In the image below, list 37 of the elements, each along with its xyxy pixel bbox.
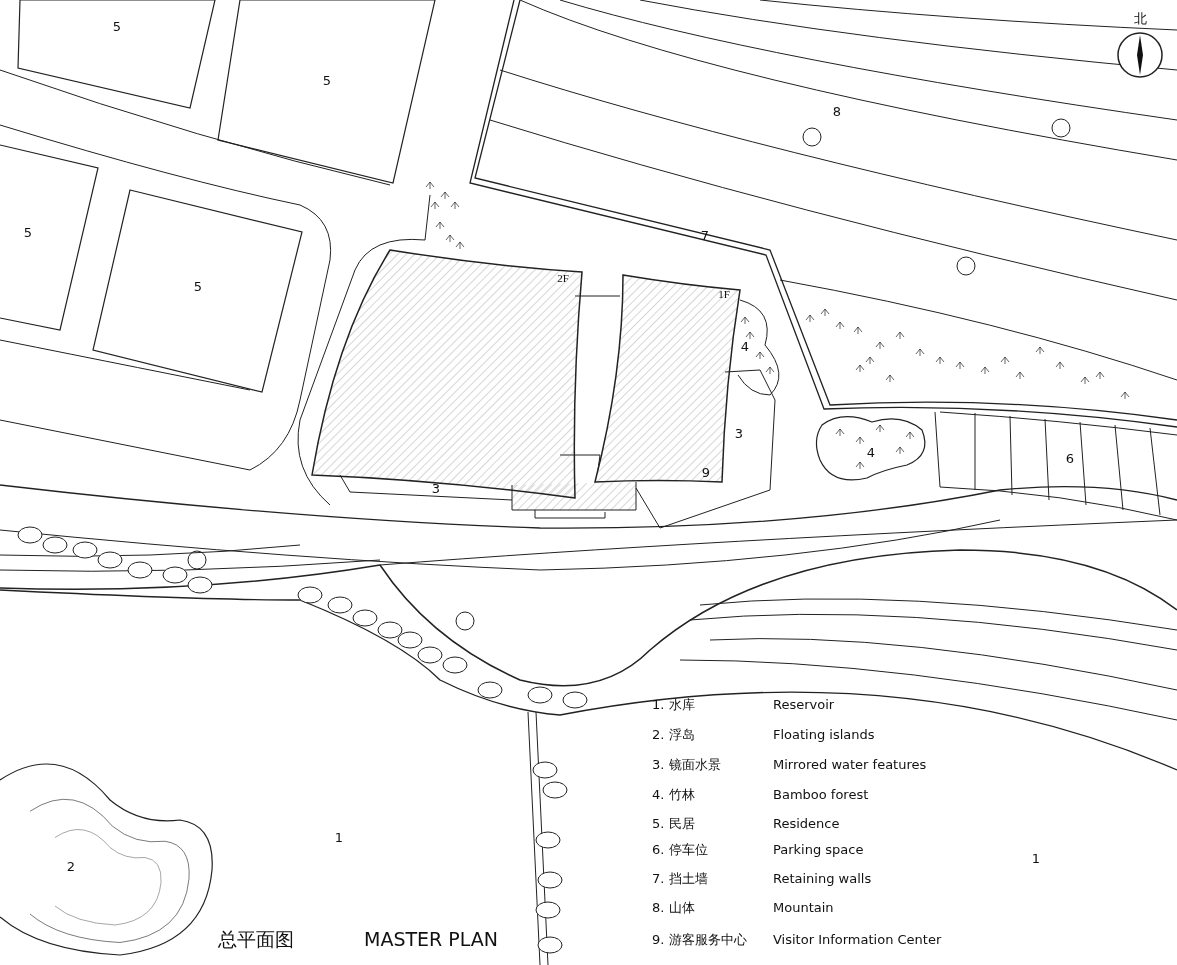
drawing-title: MASTER PLAN: [364, 930, 498, 949]
area-number: 4: [866, 445, 876, 459]
drawing-title: 总平面图: [218, 930, 294, 949]
legend-description: Mountain: [773, 901, 834, 914]
legend-key: 2. 浮岛: [652, 728, 695, 741]
legend-key: 3. 镜面水景: [652, 758, 721, 771]
legend-key: 4. 竹林: [652, 788, 695, 801]
area-number: 2: [66, 859, 76, 873]
area-number: 1: [334, 830, 344, 844]
area-number: 5: [23, 225, 33, 239]
legend-key: 5. 民居: [652, 817, 695, 830]
legend-description: Retaining walls: [773, 872, 872, 885]
area-number: 8: [832, 104, 842, 118]
area-number: 4: [740, 339, 750, 353]
legend-key: 8. 山体: [652, 901, 695, 914]
legend-description: Bamboo forest: [773, 788, 869, 801]
area-number: 3: [734, 426, 744, 440]
floor-label: 1F: [718, 288, 730, 300]
floor-label: 2F: [557, 272, 569, 284]
legend-description: Parking space: [773, 843, 864, 856]
legend-description: Residence: [773, 817, 840, 830]
area-number: 5: [193, 279, 203, 293]
area-number: 6: [1065, 451, 1075, 465]
legend-key: 7. 挡土墙: [652, 872, 708, 885]
north-label: 北: [1133, 11, 1147, 25]
legend-key: 9. 游客服务中心: [652, 933, 747, 946]
legend-description: Floating islands: [773, 728, 875, 741]
legend-description: Mirrored water features: [773, 758, 927, 771]
area-number: 9: [701, 465, 711, 479]
legend-key: 6. 停车位: [652, 843, 708, 856]
legend-key: 1. 水库: [652, 698, 695, 711]
legend-description: Visitor Information Center: [773, 933, 942, 946]
area-number: 5: [112, 19, 122, 33]
area-number: 5: [322, 73, 332, 87]
area-number: 3: [431, 481, 441, 495]
legend-description: Reservoir: [773, 698, 835, 711]
area-number: 1: [1031, 851, 1041, 865]
